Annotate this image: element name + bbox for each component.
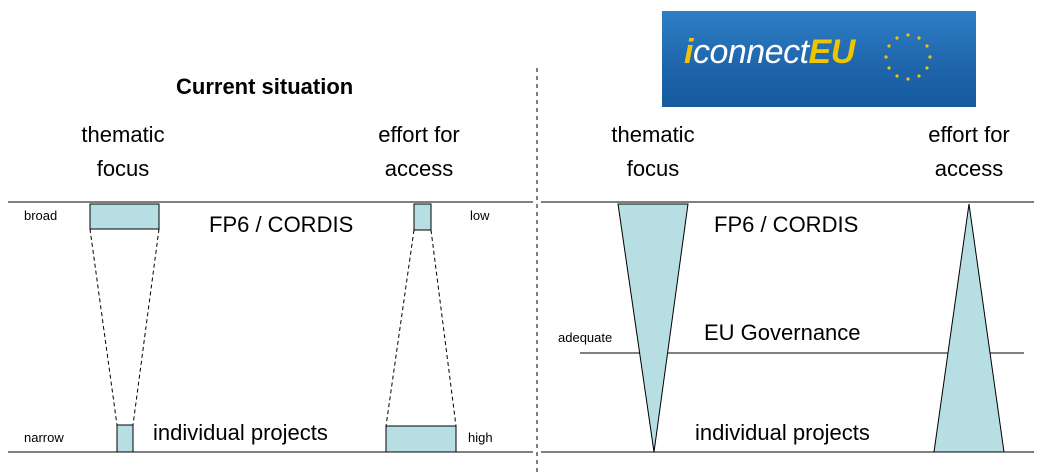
low-label: low — [470, 208, 490, 223]
logo-connect: connect — [692, 33, 809, 71]
narrow-label: narrow — [24, 430, 64, 445]
thematic-funnel-triangle — [617, 203, 689, 453]
eu-stars-icon — [884, 33, 932, 81]
thematic-broad-box — [89, 203, 160, 230]
logo-eu: EU — [808, 33, 856, 71]
adequate-label: adequate — [558, 330, 613, 345]
right-effort-line1: effort for — [928, 122, 1010, 147]
left-thematic-line1: thematic — [81, 122, 165, 147]
left-effort-heading: effort for access — [344, 118, 494, 186]
eu-governance-label: EU Governance — [704, 320, 861, 345]
left-fp6-cordis-label: FP6 / CORDIS — [209, 212, 354, 237]
effort-triangle — [933, 203, 1005, 453]
broad-label: broad — [24, 208, 58, 223]
effort-low-box — [413, 203, 432, 231]
right-thematic-focus-heading: thematic focus — [578, 118, 728, 186]
thematic-narrow-box — [116, 424, 134, 453]
right-thematic-line1: thematic — [611, 122, 695, 147]
left-effort-line2: access — [384, 156, 454, 181]
thematic-dashed-left — [89, 228, 118, 426]
iconnecteu-logo: iconnectEU — [662, 11, 976, 107]
right-thematic-line2: focus — [626, 156, 680, 181]
right-effort-heading: effort for access — [894, 118, 1044, 186]
left-thematic-focus-heading: thematic focus — [48, 118, 198, 186]
thematic-dashed-right — [132, 228, 160, 426]
right-individual-projects-label: individual projects — [695, 420, 870, 445]
left-effort-line1: effort for — [378, 122, 460, 147]
right-effort-line2: access — [934, 156, 1004, 181]
logo-i: i — [684, 33, 693, 71]
current-situation-title: Current situation — [176, 74, 354, 99]
left-thematic-line2: focus — [96, 156, 150, 181]
effort-dashed-left — [385, 229, 415, 427]
left-individual-projects-label: individual projects — [153, 420, 328, 445]
effort-dashed-right — [430, 229, 457, 427]
effort-high-box — [385, 425, 457, 453]
right-fp6-cordis-label: FP6 / CORDIS — [714, 212, 859, 237]
logo-wordmark: iconnectEU — [684, 33, 855, 72]
high-label: high — [468, 430, 493, 445]
